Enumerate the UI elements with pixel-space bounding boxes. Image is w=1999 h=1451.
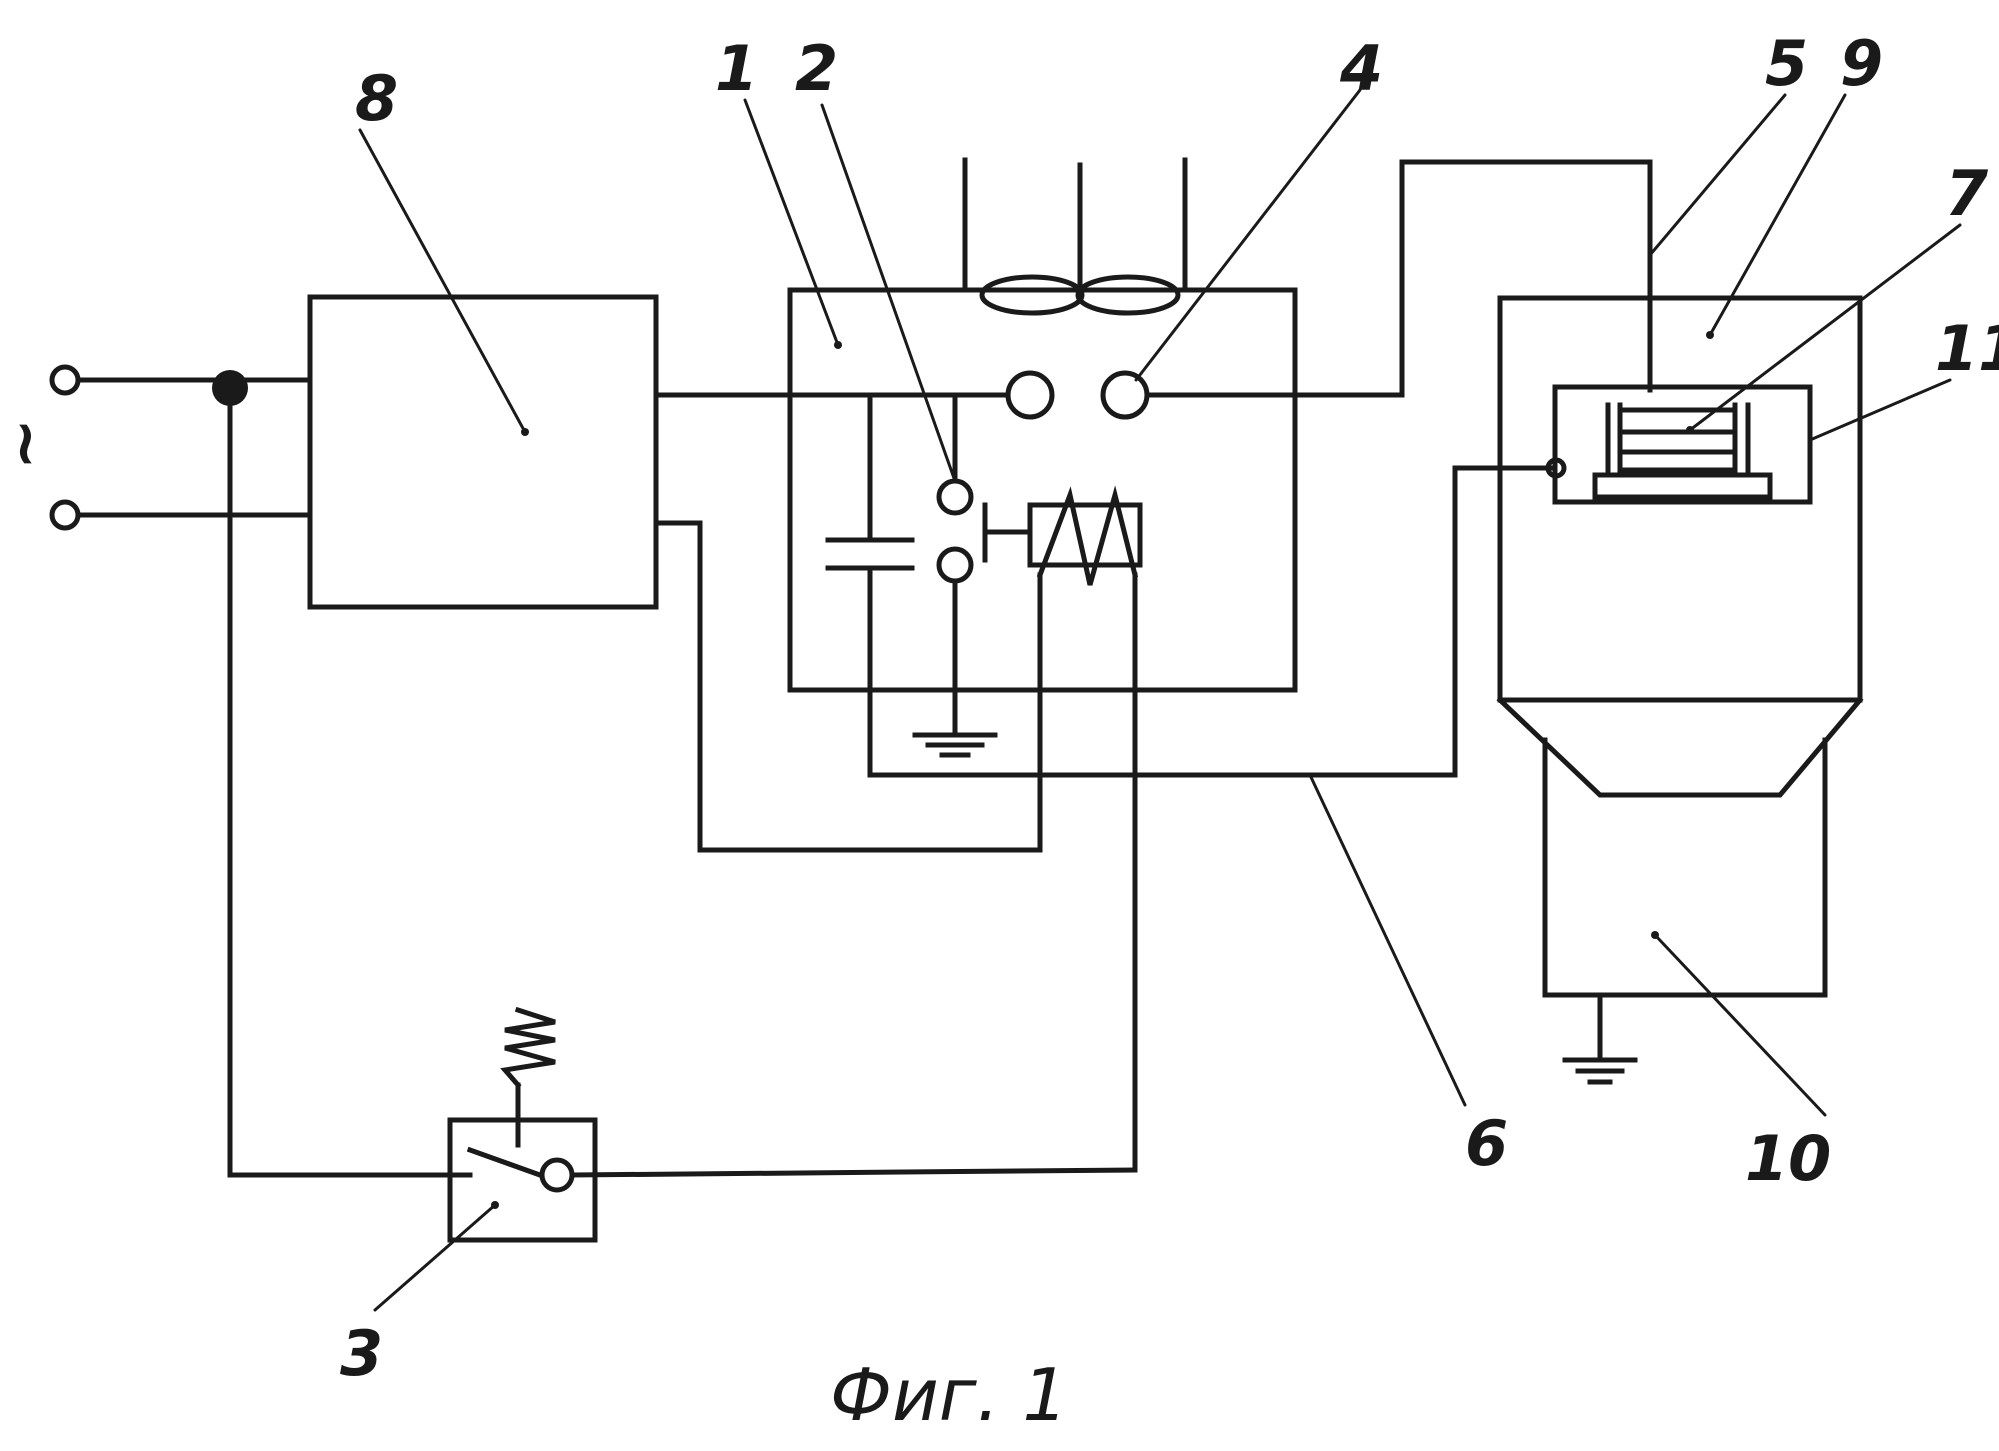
relay-contact xyxy=(939,481,971,513)
label-10: 10 xyxy=(1745,1122,1831,1195)
label-1: 1 xyxy=(715,32,758,105)
input-terminals xyxy=(52,367,305,528)
relay-contact xyxy=(939,549,971,581)
label-5: 5 xyxy=(1765,27,1808,100)
figure-caption: Фиг. 1 xyxy=(830,1353,1068,1437)
label-3: 3 xyxy=(340,1317,383,1390)
label-8: 8 xyxy=(355,62,398,135)
label-4: 4 xyxy=(1339,32,1383,105)
spark-gap-electrode xyxy=(1008,373,1052,417)
switch-3 xyxy=(450,1010,595,1240)
label-7: 7 xyxy=(1945,157,1989,230)
label-9: 9 xyxy=(1840,27,1883,100)
element-7 xyxy=(1595,405,1770,497)
label-11: 11 xyxy=(1935,312,1999,385)
spark-gap-electrode xyxy=(1103,373,1147,417)
label-2: 2 xyxy=(795,32,838,105)
label-6: 6 xyxy=(1465,1107,1508,1180)
block-8-power-supply xyxy=(310,297,656,607)
label-input-ac: ~ xyxy=(0,418,60,470)
block-9-chamber xyxy=(1500,298,1860,795)
